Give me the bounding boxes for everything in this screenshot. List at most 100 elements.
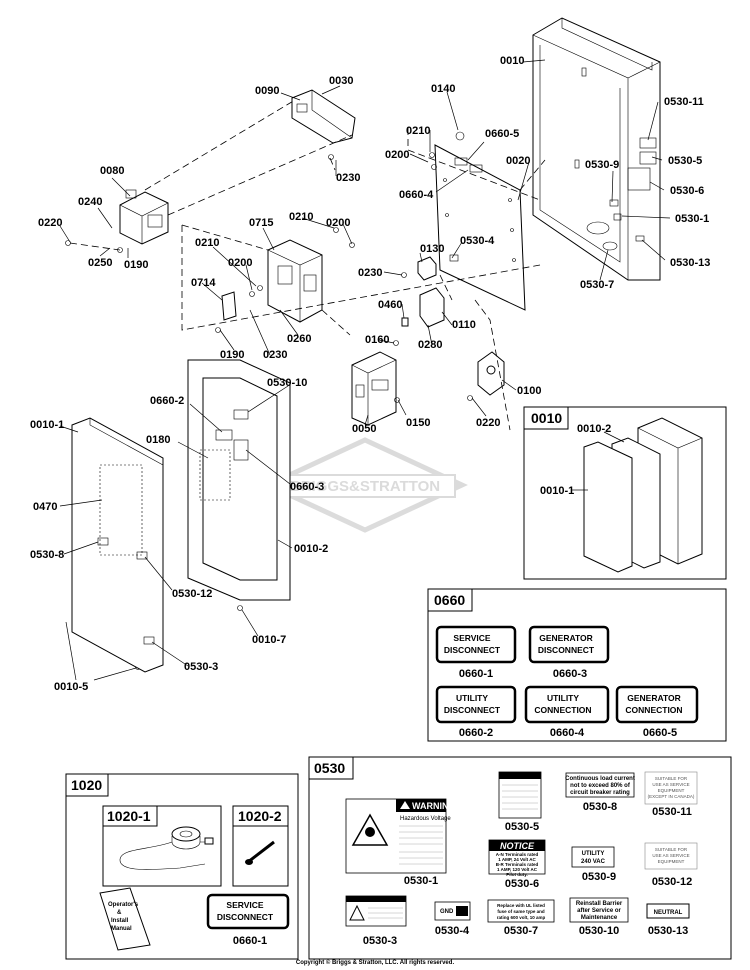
callout-0220-a: 0220 — [38, 217, 62, 229]
callout-0050: 0050 — [352, 423, 376, 435]
label-0660-4-line2: CONNECTION — [534, 705, 591, 715]
bracket-0030 — [291, 89, 356, 144]
suitable2-code: 0530-12 — [652, 876, 692, 888]
inset-box-0530: 0530 WARNING Hazardous Voltage 0530-1 05… — [308, 756, 732, 960]
suitable2-line2: USE AS SERVICE — [652, 853, 689, 858]
callout-0080: 0080 — [100, 165, 124, 177]
notice-header: NOTICE — [500, 841, 535, 851]
enclosure-0010 — [532, 17, 661, 281]
callout-0714: 0714 — [191, 277, 216, 289]
callout-0530-4: 0530-4 — [460, 235, 495, 247]
frame-0010-2 — [187, 359, 291, 601]
callout-0210-b: 0210 — [289, 211, 313, 223]
callout-0230-c: 0230 — [263, 349, 287, 361]
label-1020-line1: SERVICE — [226, 900, 263, 910]
barrier-line3: Maintenance — [581, 915, 618, 921]
callout-0090: 0090 — [255, 85, 279, 97]
callout-0530-7: 0530-7 — [580, 279, 614, 291]
cont-line3: circuit breaker rating — [570, 790, 630, 796]
notice-line4: 1 AMP, 120 Volt AC — [497, 867, 538, 872]
manual-line2: & — [117, 910, 122, 916]
callout-0210-c: 0210 — [195, 237, 219, 249]
label-0660-4-code: 0660-4 — [550, 727, 585, 739]
callout-0200-a: 0200 — [385, 149, 409, 161]
callout-0230-b: 0230 — [358, 267, 382, 279]
label-1020-code: 0660-1 — [233, 935, 267, 947]
label-0660-1-code: 0660-1 — [459, 668, 493, 680]
callout-0260: 0260 — [287, 333, 311, 345]
callout-0190-a: 0190 — [124, 259, 148, 271]
callout-0030: 0030 — [329, 75, 353, 87]
callout-0660-3: 0660-3 — [290, 481, 324, 493]
utility-line1: UTILITY — [582, 851, 605, 857]
main-callouts: 0010 0090 0030 0140 0210 0200 0660-5 002… — [30, 55, 710, 693]
suitable1-code: 0530-11 — [652, 806, 692, 818]
label-1020-line2: DISCONNECT — [217, 912, 274, 922]
gnd-code: 0530-4 — [435, 925, 470, 937]
suitable1-line3: EQUIPMENT — [658, 788, 685, 793]
manual-line3: Install — [111, 918, 129, 924]
smallwarn-code: 0530-3 — [363, 935, 397, 947]
cont-line2: not to exceed 80% of — [570, 783, 631, 789]
ul-line1: Replace with UL listed — [497, 903, 545, 908]
callout-0530-1: 0530-1 — [675, 213, 709, 225]
suitable1-line4: (EXCEPT IN CANADA) — [648, 794, 695, 799]
callout-0220-b: 0220 — [476, 417, 500, 429]
watermark-text: BRIGGS&STRATTON — [290, 478, 440, 495]
inset-0660-title: 0660 — [434, 592, 465, 608]
callout-0140: 0140 — [431, 83, 455, 95]
callout-0530-3: 0530-3 — [184, 661, 218, 673]
label-0660-4-line1: UTILITY — [547, 693, 579, 703]
inset-box-1020: 1020 1020-1 1020-2 Operator's & Install … — [65, 773, 299, 960]
inset-box-0660: 0660 SERVICE DISCONNECT 0660-1 GENERATOR… — [427, 588, 727, 742]
inset-0530-title: 0530 — [314, 760, 345, 776]
callout-0715: 0715 — [249, 217, 273, 229]
ul-line2: fuse of same type and — [497, 909, 545, 914]
barrier-line1: Reinstall Barrier — [576, 901, 623, 907]
neutral-code: 0530-13 — [648, 925, 688, 937]
callout-0010: 0010 — [500, 55, 524, 67]
callout-0660-4: 0660-4 — [399, 189, 434, 201]
inset-1020-1-title: 1020-1 — [107, 808, 151, 824]
label-0660-2-line1: UTILITY — [456, 693, 488, 703]
label-0660-5-line1: GENERATOR — [627, 693, 681, 703]
notice-code-5: 0530-5 — [505, 821, 539, 833]
callout-0010-2: 0010-2 — [294, 543, 328, 555]
notice-line5: Pilot duty. — [506, 872, 527, 877]
callout-0010-7: 0010-7 — [252, 634, 286, 646]
copyright-notice: Copyright © Briggs & Stratton, LLC. All … — [295, 960, 455, 966]
callout-0530-9: 0530-9 — [585, 159, 619, 171]
small-parts — [65, 131, 505, 670]
warning-header: WARNING — [412, 801, 456, 811]
suitable2-line1: SUITABLE FOR — [655, 847, 688, 852]
notice-code-6: 0530-6 — [505, 878, 539, 890]
manual-line4: Manual — [111, 926, 132, 932]
gnd-text: GND — [440, 909, 454, 915]
barrier-line2: after Service or — [577, 908, 621, 914]
inset-0010-1: 0010-1 — [540, 485, 574, 497]
label-0660-3-line1: GENERATOR — [539, 633, 593, 643]
label-0660-1-line1: SERVICE — [453, 633, 490, 643]
callout-0530-13: 0530-13 — [670, 257, 710, 269]
suitable1-line2: USE AS SERVICE — [652, 782, 689, 787]
label-0660-2-code: 0660-2 — [459, 727, 493, 739]
callout-0010-1: 0010-1 — [30, 419, 64, 431]
callout-0210-a: 0210 — [406, 125, 430, 137]
ul-code: 0530-7 — [504, 925, 538, 937]
inset-box-0010: 0010 0010-2 0010-1 — [523, 406, 727, 580]
callout-0150: 0150 — [406, 417, 430, 429]
label-0660-1-line2: DISCONNECT — [444, 645, 501, 655]
callout-0180: 0180 — [146, 434, 170, 446]
neutral-text: NEUTRAL — [654, 910, 683, 916]
utility-code: 0530-9 — [582, 871, 616, 883]
label-0660-3-line2: DISCONNECT — [538, 645, 595, 655]
callout-0660-5: 0660-5 — [485, 128, 519, 140]
notice-line2: 1 AMP, 24 Volt AC — [498, 857, 536, 862]
inset-0010-title: 0010 — [531, 410, 562, 426]
callout-0160: 0160 — [365, 334, 389, 346]
callout-0200-b: 0200 — [326, 217, 350, 229]
inset-1020-2-title: 1020-2 — [238, 808, 282, 824]
callout-0530-11: 0530-11 — [664, 96, 704, 108]
utility-line2: 240 VAC — [581, 859, 606, 865]
